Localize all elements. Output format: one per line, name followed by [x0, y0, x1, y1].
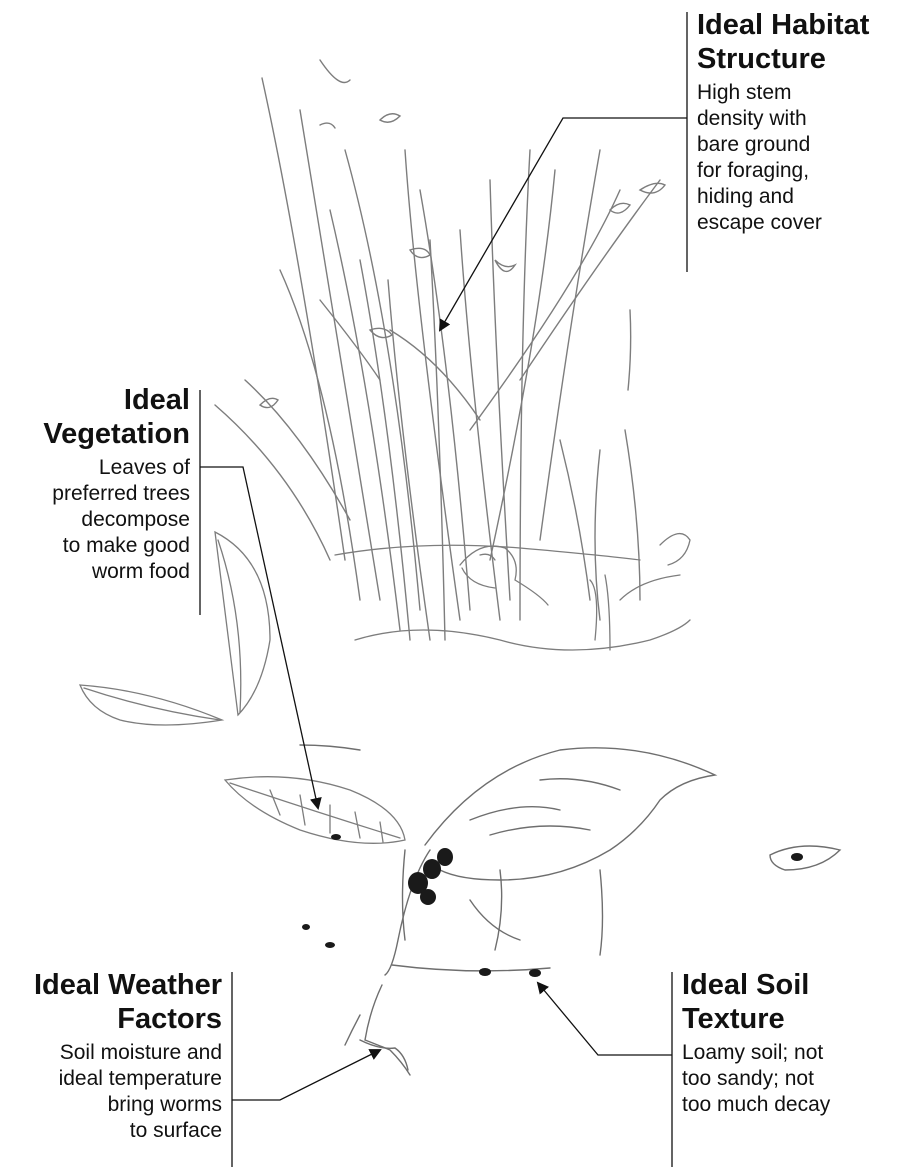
leaf-1 — [215, 532, 270, 715]
vegetation-description: Leaves of preferred trees decompose to m… — [0, 455, 190, 585]
callout-weather-factors: Ideal Weather Factors Soil moisture and … — [0, 968, 222, 1144]
leaf-2 — [80, 685, 222, 725]
vegetation-title: Ideal Vegetation — [0, 383, 190, 451]
soil-leader-line — [538, 983, 672, 1055]
habitat-title: Ideal Habitat Structure — [697, 8, 907, 76]
weather-description: Soil moisture and ideal temperature brin… — [0, 1040, 222, 1144]
habitat-leader-line — [440, 118, 687, 330]
feeding-woodcock-sketch — [300, 745, 840, 975]
vegetation-leader-line — [200, 467, 318, 808]
habitat-description: High stem density with bare ground for f… — [697, 80, 907, 236]
earthworm-sketch — [345, 985, 410, 1075]
callout-soil-texture: Ideal Soil Texture Loamy soil; not too s… — [682, 968, 907, 1118]
woodcock-head-markings — [302, 834, 803, 977]
shrub-stems-sketch — [215, 60, 665, 640]
weather-leader-line — [232, 1050, 380, 1100]
soil-title: Ideal Soil Texture — [682, 968, 907, 1036]
weather-title: Ideal Weather Factors — [0, 968, 222, 1036]
ground-and-hidden-woodcock — [335, 534, 690, 650]
soil-description: Loamy soil; not too sandy; not too much … — [682, 1040, 907, 1118]
callout-vegetation: Ideal Vegetation Leaves of preferred tre… — [0, 383, 190, 585]
callout-habitat-structure: Ideal Habitat Structure High stem densit… — [697, 8, 907, 236]
leaf-3 — [225, 777, 405, 844]
